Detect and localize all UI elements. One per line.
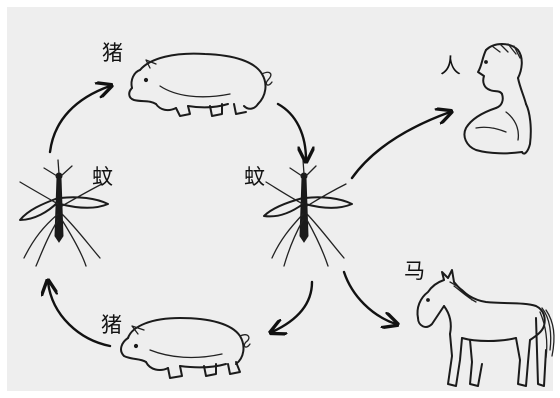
label-mosquito-center: 蚊 [244,167,265,188]
label-human: 人 [440,56,461,77]
label-mosquito-left: 蚊 [92,167,113,188]
label-pig-bottom: 猪 [101,315,122,336]
label-horse: 马 [404,261,425,282]
label-pig-top: 猪 [102,43,123,64]
